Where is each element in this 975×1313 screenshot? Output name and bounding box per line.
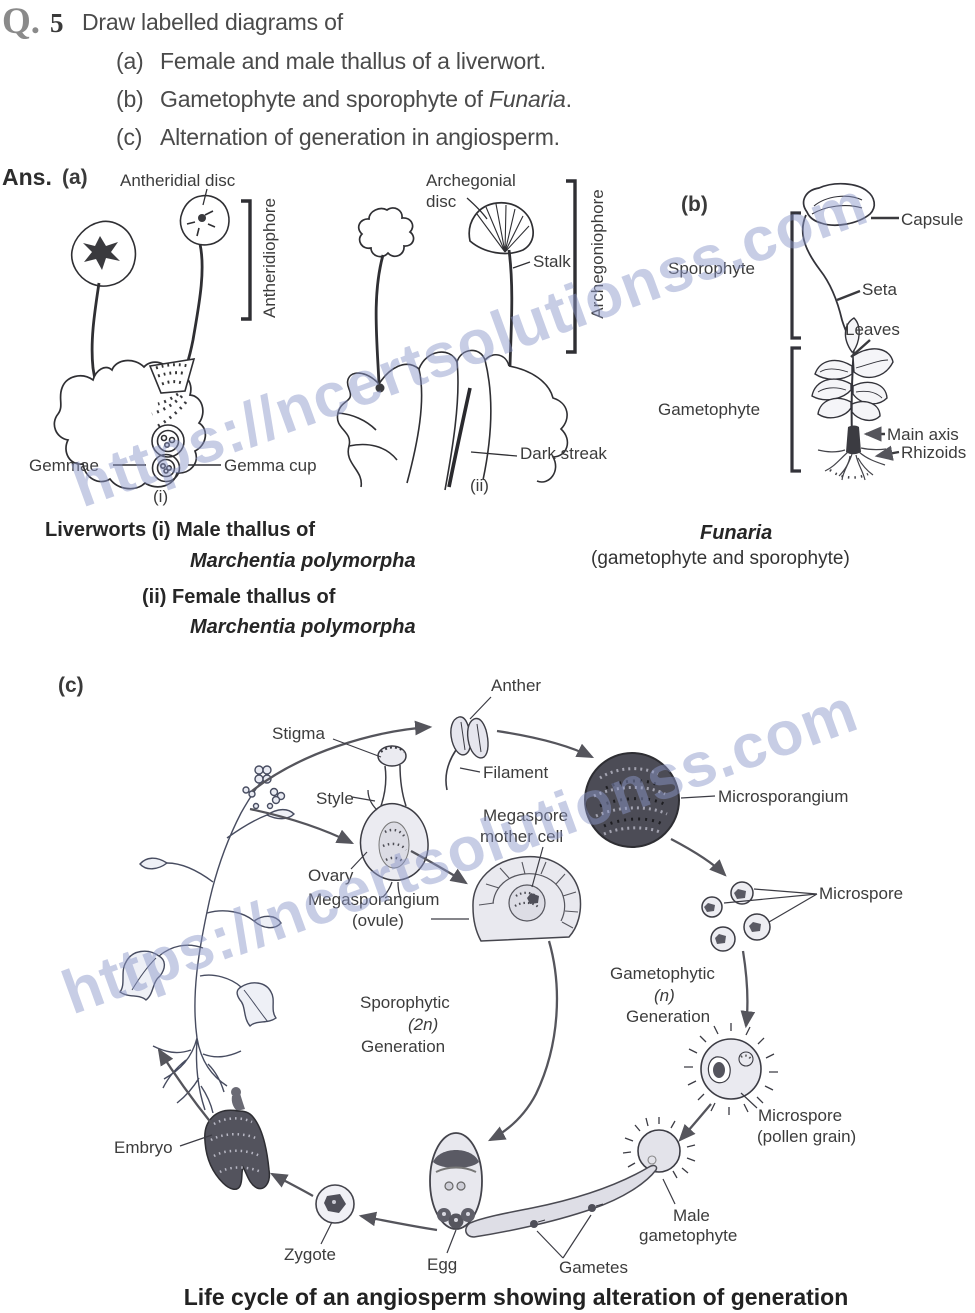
section-c-tag: (c)	[58, 674, 84, 697]
caption-b-title: Funaria	[700, 522, 773, 544]
label-archegonial-disc-line1: Archegonial	[426, 171, 516, 190]
label-megaspore-line2: mother cell	[480, 827, 564, 846]
male-gametophyte-illustration	[465, 1117, 696, 1259]
embryo-sac-illustration	[429, 1132, 483, 1254]
question-item-b: Gametophyte and sporophyte of Funaria.	[160, 86, 572, 113]
pollen-grain-illustration	[684, 1023, 778, 1115]
question-marker: Q.	[2, 1, 41, 42]
label-antheridiophore: Antheridiophore	[260, 197, 279, 319]
label-sporophytic-line2: (2n)	[408, 1015, 439, 1034]
label-pollen-line1: Microspore	[758, 1106, 843, 1125]
section-a-tag: (a)	[62, 166, 88, 189]
label-gametes: Gametes	[559, 1258, 628, 1277]
label-archegonial-disc-line2: disc	[426, 192, 457, 211]
caption-c: Life cycle of an angiosperm showing alte…	[183, 1284, 849, 1310]
label-main-axis: Main axis	[887, 425, 959, 444]
microsporangium-illustration	[584, 752, 680, 848]
label-ovary: Ovary	[308, 866, 354, 885]
label-fig-i: (i)	[153, 487, 169, 506]
label-capsule: Capsule	[901, 210, 964, 229]
label-gametophytic-line3: Generation	[626, 1007, 711, 1026]
label-pollen-line2: (pollen grain)	[757, 1127, 857, 1146]
label-fig-ii: (ii)	[470, 476, 489, 495]
label-sporophytic-line3: Generation	[361, 1037, 446, 1056]
question-item-b-species: Funaria	[489, 86, 566, 112]
label-stalk: Stalk	[533, 252, 571, 271]
label-filament: Filament	[483, 763, 549, 782]
label-megasporangium: Megasporangium	[308, 890, 440, 909]
zygote-illustration	[315, 1184, 355, 1245]
question-item-b-post: .	[565, 86, 572, 112]
label-ovule: (ovule)	[352, 911, 404, 930]
label-antheridial-disc: Antheridial disc	[120, 171, 236, 190]
anther-illustration	[445, 716, 489, 791]
caption-a-line2: Marchentia polymorpha	[190, 550, 416, 572]
caption-a-line3: (ii) Female thallus of	[142, 586, 336, 608]
caption-a-line4: Marchentia polymorpha	[190, 616, 416, 638]
label-anther: Anther	[491, 676, 542, 695]
label-male-gametophyte-line1: Male	[673, 1206, 710, 1225]
question-item-a: Female and male thallus of a liverwort.	[160, 48, 546, 74]
caption-b-subtitle: (gametophyte and sporophyte)	[591, 548, 850, 569]
label-gemma-cup: Gemma cup	[224, 456, 317, 475]
label-megaspore-line1: Megaspore	[483, 806, 569, 825]
funaria-illustration	[790, 182, 900, 481]
section-b-tag: (b)	[681, 193, 708, 216]
question-item-b-tag: (b)	[116, 86, 144, 112]
microspores-illustration	[701, 881, 818, 952]
cycle-arrows	[157, 720, 756, 1232]
label-seta: Seta	[862, 280, 897, 299]
ovule-section-illustration	[472, 855, 582, 942]
label-dark-streak: Dark streak	[520, 444, 607, 463]
label-leaves: Leaves	[845, 320, 900, 339]
answer-label: Ans.	[2, 164, 52, 190]
label-sporophytic-line1: Sporophytic	[360, 993, 450, 1012]
label-sporophyte: Sporophyte	[668, 259, 755, 278]
caption-a-line1: Liverworts (i) Male thallus of	[45, 519, 316, 541]
label-egg: Egg	[427, 1255, 458, 1274]
pistil-illustration	[359, 745, 429, 899]
question-number: 5	[50, 8, 64, 38]
label-male-gametophyte-line2: gametophyte	[639, 1226, 738, 1245]
label-stigma: Stigma	[272, 724, 325, 743]
question-item-c-tag: (c)	[116, 124, 143, 150]
liverwort-male-thallus-illustration	[53, 188, 252, 490]
label-gametophyte: Gametophyte	[658, 400, 761, 419]
label-zygote: Zygote	[284, 1245, 336, 1264]
label-microspore: Microspore	[819, 884, 904, 903]
label-gametophytic-line1: Gametophytic	[610, 964, 715, 983]
question-item-c: Alternation of generation in angiosperm.	[160, 124, 560, 150]
question-text: Draw labelled diagrams of	[82, 9, 343, 35]
label-pointer-lines	[332, 696, 716, 920]
label-microsporangium: Microsporangium	[718, 787, 849, 806]
liverwort-female-thallus-illustration	[336, 179, 577, 491]
label-gemmae: Gemmae	[29, 456, 99, 475]
embryo-illustration	[179, 1087, 271, 1191]
label-embryo: Embryo	[114, 1138, 173, 1157]
question-item-b-pre: Gametophyte and sporophyte of	[160, 86, 489, 112]
question-item-a-tag: (a)	[116, 48, 144, 74]
label-rhizoids: Rhizoids	[901, 443, 967, 462]
label-gametophytic-line2: (n)	[654, 986, 675, 1005]
label-style: Style	[316, 789, 354, 808]
